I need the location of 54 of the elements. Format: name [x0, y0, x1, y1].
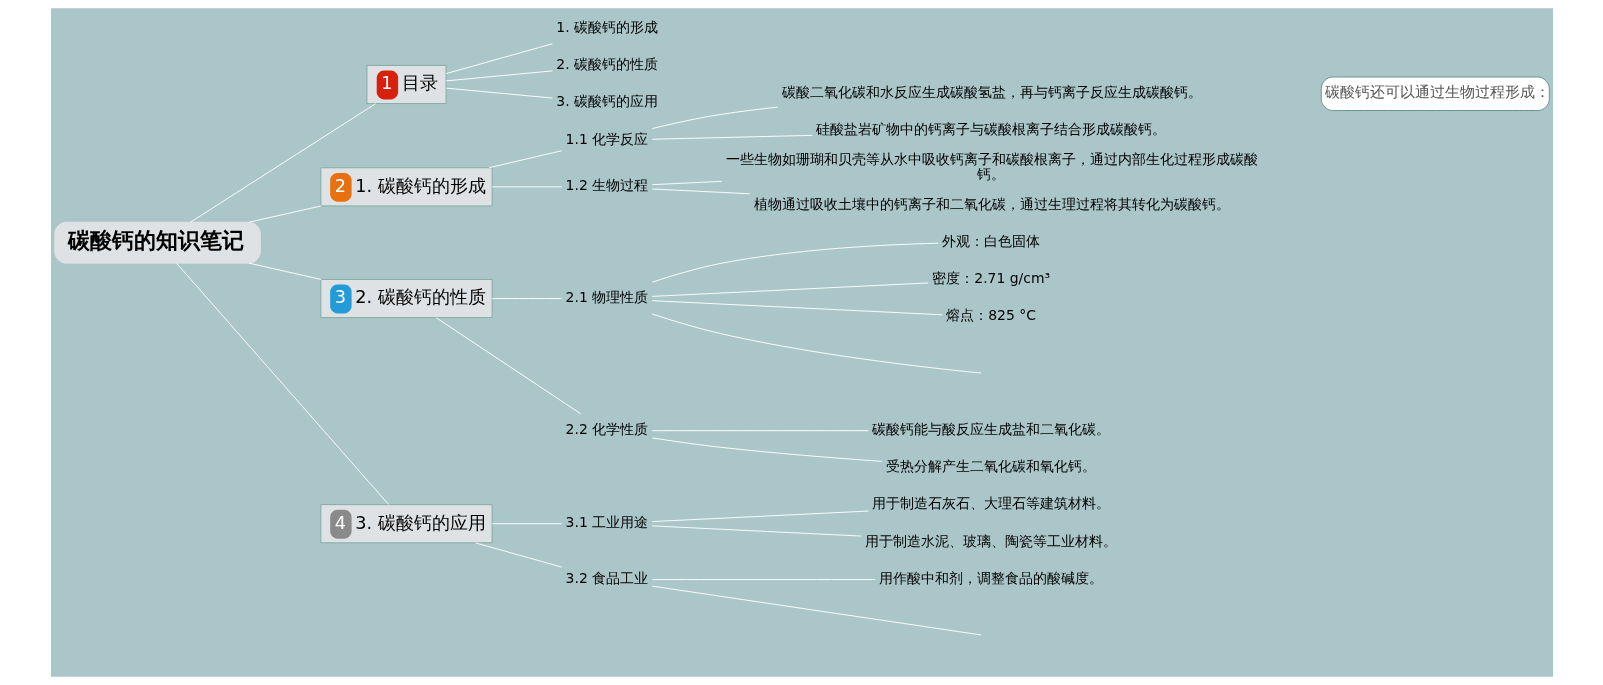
connector	[651, 313, 982, 374]
node-text: 碳酸二氧化碳和水反应生成碳酸氢盐，再与钙离子反应生成碳酸钙。	[781, 84, 1202, 101]
connector	[651, 437, 883, 462]
node-text: 植物通过吸收土壤中的钙离子和二氧化碳，通过生理过程将其转化为碳酸钙。	[753, 195, 1230, 212]
connector	[491, 298, 562, 299]
node-box: 4 3. 碳酸钙的应用	[319, 504, 493, 544]
connector	[651, 525, 862, 537]
node-text: 用于制造石灰石、大理石等建筑材料。	[871, 495, 1110, 512]
node-text: 1. 碳酸钙的形成	[555, 18, 658, 35]
connector	[651, 106, 778, 130]
node-text: 2. 碳酸钙的性质	[555, 56, 658, 73]
connector	[651, 242, 939, 283]
node-text: 2.2 化学性质	[565, 420, 648, 437]
node-text: 受热分解产生二氧化碳和氧化钙。	[885, 458, 1096, 475]
node-text: 1.2 生物过程	[565, 177, 648, 194]
connector	[248, 205, 322, 223]
connector	[474, 542, 562, 568]
connector	[248, 262, 322, 280]
node-text: 用作酸中和剂，调整食品的酸碱度。	[878, 569, 1103, 586]
node-box: 3 2. 碳酸钙的性质	[319, 279, 493, 319]
connector	[651, 585, 981, 636]
node-text: 2.1 物理性质	[565, 288, 648, 305]
node-box: 2 1. 碳酸钙的形成	[319, 167, 493, 207]
connector	[491, 186, 562, 188]
connector	[488, 150, 562, 169]
node-text: 熔点：825 °C	[945, 307, 1036, 324]
node-box: 1 目录	[365, 64, 446, 105]
node-text: 一些生物如珊瑚和贝壳等从水中吸收钙离子和碳酸根离子，通过内部生化过程形成碳酸钙。	[725, 150, 1258, 183]
connector	[651, 180, 722, 186]
node-text: 碳酸钙能与酸反应生成盐和二氧化碳。	[871, 420, 1110, 437]
node-text: 外观：白色固体	[941, 232, 1040, 249]
connector	[445, 70, 553, 82]
node-text: 用于制造水泥、玻璃、陶瓷等工业材料。	[864, 532, 1117, 549]
node-box: 碳酸钙的知识笔记	[53, 221, 261, 264]
connector	[435, 317, 581, 415]
connector	[651, 430, 869, 432]
node-text: 3.2 食品工业	[565, 569, 648, 586]
connector	[445, 87, 553, 99]
node-text: 硅酸盐岩矿物中的钙离子与碳酸根离子结合形成碳酸钙。	[815, 121, 1166, 138]
node-text: 密度：2.71 g/cm³	[931, 270, 1050, 287]
connector	[651, 282, 929, 297]
connector	[175, 262, 389, 505]
connector	[651, 134, 813, 140]
connector	[651, 300, 943, 316]
node-text: 3.1 工业用途	[565, 513, 648, 530]
connector	[445, 43, 553, 75]
connector	[491, 523, 562, 525]
connector	[189, 103, 376, 223]
connector	[651, 579, 876, 581]
node-text: 3. 碳酸钙的应用	[555, 93, 658, 110]
connector	[651, 188, 750, 195]
node-text: 1.1 化学反应	[565, 130, 648, 147]
connector	[651, 510, 869, 523]
node-box: 碳酸钙还可以通过生物过程形成：	[1320, 76, 1550, 111]
